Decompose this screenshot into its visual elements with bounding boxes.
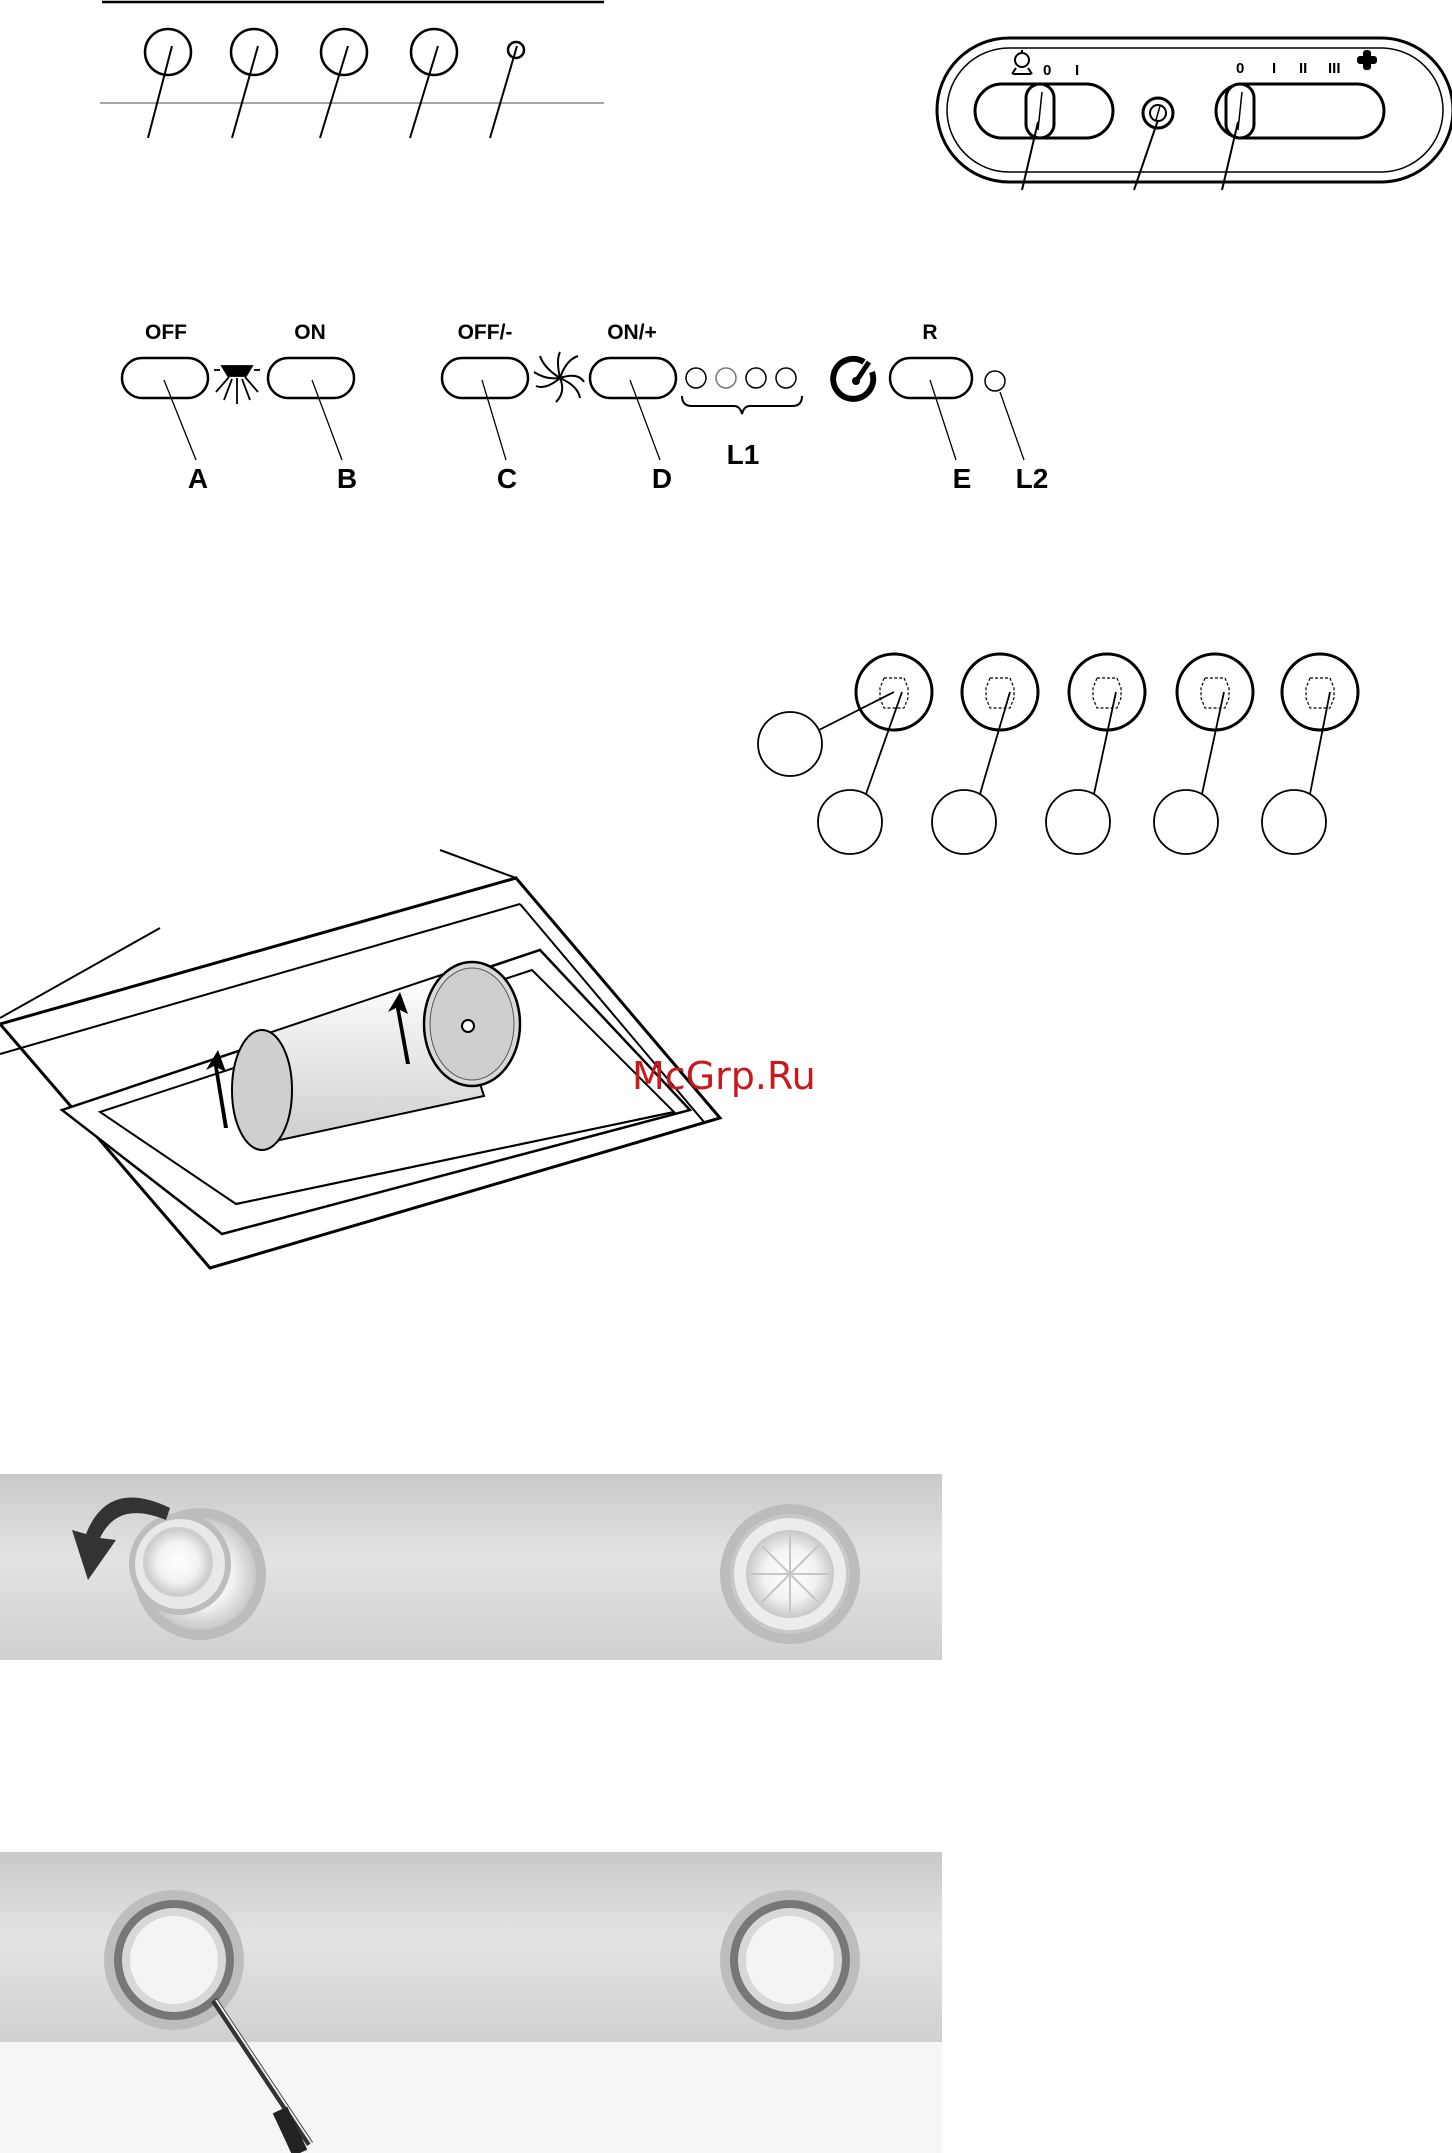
callout-circle — [818, 790, 882, 854]
fan-scale-3: III — [1328, 60, 1341, 77]
fan-on-label: ON/+ — [607, 321, 657, 344]
callout-d: D — [652, 463, 672, 494]
reset-button[interactable] — [890, 358, 972, 398]
filter-led — [985, 371, 1005, 391]
callout-e: E — [953, 463, 972, 494]
callout-c: C — [497, 463, 517, 494]
slider-control-panel: 0 I 0 I II III — [937, 38, 1452, 190]
light-off-label: OFF — [145, 321, 187, 344]
screw-knob-diagram — [758, 654, 1358, 854]
light-off-button[interactable] — [122, 358, 208, 398]
lamp-rotate-photo — [0, 1474, 942, 1660]
speed-led-3 — [746, 368, 766, 388]
center-knob — [1143, 98, 1173, 128]
callout-circle — [1154, 790, 1218, 854]
fan-on-button[interactable] — [590, 358, 676, 398]
callout-circle — [1046, 790, 1110, 854]
fan-icon — [534, 352, 584, 402]
hood-filter-diagram — [0, 850, 720, 1268]
screw-knob-2 — [962, 654, 1038, 730]
speed-led-4 — [776, 368, 796, 388]
screw-knob-5 — [1282, 654, 1358, 730]
speed-led-1 — [686, 368, 706, 388]
knob-2 — [231, 29, 277, 75]
speed-led-2 — [716, 368, 736, 388]
callout-a: A — [188, 463, 208, 494]
callout-l1: L1 — [727, 439, 760, 470]
lamp-removal-photo — [0, 1852, 942, 2153]
callout-l2: L2 — [1016, 463, 1049, 494]
callout-circle — [932, 790, 996, 854]
callout-circle — [1262, 790, 1326, 854]
l1-brace — [682, 396, 802, 414]
leader-line — [1000, 392, 1024, 460]
watermark: McGrp.Ru — [632, 1054, 816, 1098]
callout-circle — [758, 712, 822, 776]
fan-scale-1: I — [1272, 60, 1276, 77]
bulb-icon — [214, 366, 260, 404]
light-scale-0: 0 — [1043, 62, 1051, 79]
fan-scale-2: II — [1299, 60, 1307, 77]
fan-off-label: OFF/- — [458, 321, 513, 344]
reset-label: R — [922, 321, 937, 344]
knob-panel-diagram — [100, 2, 604, 138]
light-on-button[interactable] — [268, 358, 354, 398]
lamp-ring-right — [720, 1890, 860, 2030]
knob-1 — [145, 29, 191, 75]
leader-line — [490, 46, 517, 138]
fan-scale-0: 0 — [1236, 60, 1244, 77]
light-scale-1: I — [1075, 62, 1079, 79]
knob-4 — [411, 29, 457, 75]
light-on-label: ON — [294, 321, 326, 344]
timer-icon — [833, 359, 873, 399]
lamp-right — [720, 1504, 860, 1644]
button-control-panel: OFF ON OFF/- ON/+ — [122, 321, 1048, 494]
speed-leds — [686, 368, 796, 388]
knob-3 — [321, 29, 367, 75]
screw-knob-3 — [1069, 654, 1145, 730]
callout-b: B — [337, 463, 357, 494]
screw-knob-4 — [1177, 654, 1253, 730]
